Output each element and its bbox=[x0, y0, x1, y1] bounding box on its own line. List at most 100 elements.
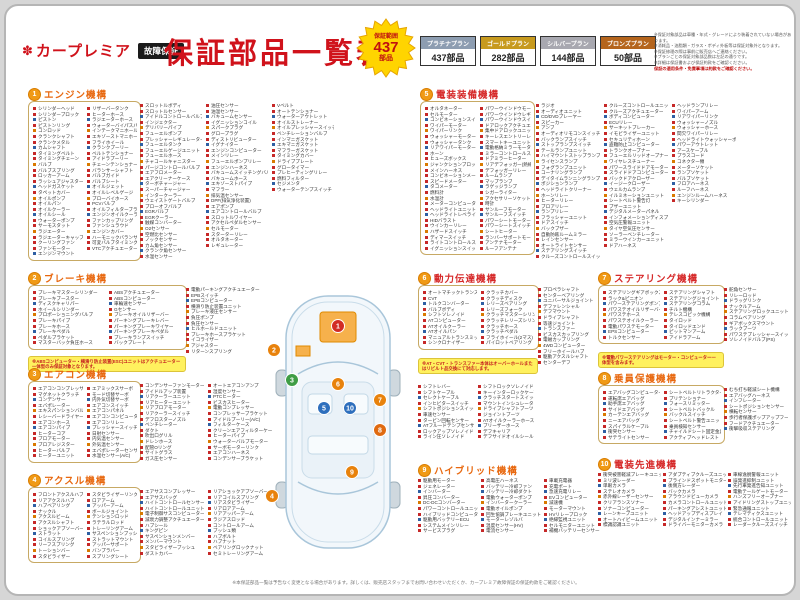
part-item: インテークマニホールド bbox=[87, 128, 137, 134]
bullet-square-icon bbox=[598, 523, 601, 527]
bullet-square-icon bbox=[140, 384, 143, 387]
bullet-square-icon bbox=[672, 137, 675, 141]
bullet-square-icon bbox=[423, 318, 426, 322]
bullet-square-icon bbox=[425, 218, 428, 222]
part-item: ヘッドライトウォッシャーポンプ bbox=[672, 137, 736, 143]
part-item: エバポレーターセンサー bbox=[87, 448, 137, 454]
bullet-square-icon bbox=[206, 232, 209, 236]
bullet-square-icon bbox=[480, 107, 483, 110]
bullet-square-icon bbox=[272, 154, 275, 158]
part-item: スロットルボディ bbox=[140, 103, 202, 109]
part-item: オイルシール bbox=[33, 212, 83, 218]
part-item: ショックアブソーバー bbox=[33, 526, 83, 532]
bullet-square-icon bbox=[480, 185, 483, 189]
part-item: パーキングブレーキワイヤー bbox=[109, 324, 181, 330]
bullet-square-icon bbox=[206, 154, 209, 158]
bullet-square-icon bbox=[604, 243, 607, 247]
part-item: クルーズコントロールスイッチ bbox=[536, 254, 600, 260]
part-item: 負圧センサー bbox=[186, 321, 260, 327]
bullet-square-icon bbox=[87, 532, 90, 536]
bullet-square-icon bbox=[33, 426, 36, 430]
part-item: エキゾーストマニホールド bbox=[87, 134, 137, 140]
part-item: コンロッド bbox=[33, 128, 83, 134]
bullet-square-icon bbox=[87, 230, 90, 234]
bullet-square-icon bbox=[33, 291, 36, 294]
bullet-square-icon bbox=[728, 506, 731, 510]
part-item: サイドエアバッグ bbox=[603, 407, 660, 413]
section-title: 電装装備機構 bbox=[436, 90, 500, 101]
part-item: エンジンカバー bbox=[87, 229, 137, 235]
bullet-square-icon bbox=[425, 123, 428, 127]
bullet-square-icon bbox=[425, 202, 428, 206]
part-item: パワーコントロールユニット bbox=[418, 506, 478, 512]
part-item: フューエルポンプリレー bbox=[206, 159, 268, 165]
bullet-square-icon bbox=[208, 456, 211, 460]
part-item: マスターバック負圧ホース bbox=[33, 340, 105, 346]
part-item: ドアハーネス bbox=[604, 243, 668, 249]
bullet-square-icon bbox=[425, 207, 428, 211]
part-item: スプリングシート bbox=[87, 554, 137, 560]
bullet-square-icon bbox=[604, 227, 607, 231]
part-item: エアコンスイッチ bbox=[87, 403, 137, 409]
bullet-square-icon bbox=[208, 411, 211, 415]
bullet-square-icon bbox=[33, 493, 36, 496]
part-item: 車速センサー bbox=[418, 412, 474, 418]
bullet-square-icon bbox=[33, 504, 36, 508]
part-item: アクスルシャフト bbox=[33, 520, 83, 526]
part-item: グロータイマー bbox=[272, 165, 334, 171]
bullet-square-icon bbox=[33, 324, 36, 328]
bullet-square-icon bbox=[664, 313, 667, 317]
bullet-square-icon bbox=[418, 390, 421, 394]
bullet-square-icon bbox=[538, 343, 541, 347]
part-item: スパークプラグ bbox=[206, 125, 268, 131]
part-item: オートハイビームユニット bbox=[598, 517, 661, 523]
bullet-square-icon bbox=[425, 190, 428, 194]
bullet-square-icon bbox=[140, 523, 143, 527]
part-item: タペットカバー bbox=[33, 190, 83, 196]
bullet-square-icon bbox=[87, 526, 90, 530]
diagram-marker-2 bbox=[267, 343, 281, 357]
badge-unit: 部品 bbox=[379, 55, 393, 62]
bullet-square-icon bbox=[538, 288, 541, 291]
bullet-square-icon bbox=[140, 165, 143, 169]
bullet-square-icon bbox=[33, 420, 36, 424]
part-item: ジョイントブーツ bbox=[478, 412, 534, 418]
part-item: スライドドアコンピューター bbox=[604, 170, 668, 176]
part-item: ドレンホース bbox=[140, 439, 204, 445]
bullet-square-icon bbox=[33, 409, 36, 413]
bullet-square-icon bbox=[272, 171, 275, 175]
part-item: ステアリングジョイント bbox=[664, 296, 721, 302]
part-item: ストラットマウント bbox=[87, 537, 137, 543]
bullet-square-icon bbox=[186, 315, 189, 319]
bullet-square-icon bbox=[664, 324, 667, 328]
bullet-square-icon bbox=[87, 498, 90, 502]
bullet-square-icon bbox=[418, 506, 421, 510]
bullet-square-icon bbox=[33, 174, 36, 178]
part-item: ブロアリレー bbox=[536, 204, 600, 210]
bullet-square-icon bbox=[418, 495, 421, 499]
part-item: コンビネーションスイッチ bbox=[425, 117, 476, 123]
part-item: リアブロアモーター bbox=[140, 405, 204, 411]
bullet-square-icon bbox=[206, 126, 209, 130]
part-item: EPSコンピューター bbox=[603, 329, 660, 335]
bullet-square-icon bbox=[538, 321, 541, 325]
part-item: スタビライザー bbox=[33, 554, 83, 560]
bullet-square-icon bbox=[208, 490, 211, 493]
part-item: リアアッパーアーム bbox=[208, 511, 272, 517]
part-item: レリーズフォーク bbox=[481, 307, 535, 313]
legal-line: ※保証対象部品は車種・年式・グレードにより装着されていない場合があります。 bbox=[654, 32, 792, 43]
bullet-square-icon bbox=[33, 398, 36, 402]
bullet-square-icon bbox=[208, 439, 211, 443]
part-item: PCVバルブ bbox=[87, 201, 137, 207]
part-item: モーターレゾルバ bbox=[481, 517, 541, 523]
bullet-square-icon bbox=[140, 143, 143, 147]
part-item: 昇圧コンバーター bbox=[418, 495, 478, 501]
bullet-square-icon bbox=[140, 221, 143, 225]
part-item: デジタルメーターパネル bbox=[604, 209, 668, 215]
bullet-square-icon bbox=[536, 221, 539, 225]
part-item: セルモーター bbox=[425, 112, 476, 118]
bullet-square-icon bbox=[33, 392, 36, 396]
part-item: クランクプーリー bbox=[87, 145, 137, 151]
part-item: オルタネーター bbox=[425, 106, 476, 112]
bullet-square-icon bbox=[140, 545, 143, 549]
